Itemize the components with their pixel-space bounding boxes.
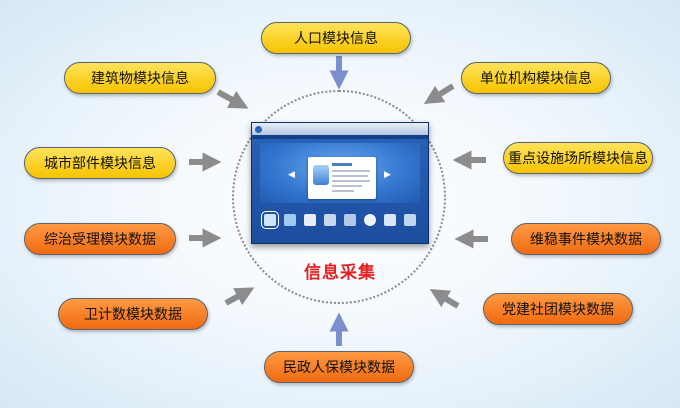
person-card-icon [313, 165, 329, 185]
arrow-top-left [216, 89, 249, 109]
user-icon[interactable] [284, 214, 296, 226]
module-governance: 综治受理模块数据 [24, 223, 176, 255]
software-window: ◀ ▶ [251, 122, 429, 244]
module-buildings: 建筑物模块信息 [64, 62, 216, 94]
monitor-icon[interactable] [384, 214, 396, 226]
window-menu-bar [252, 135, 428, 139]
card-heading-line [332, 163, 352, 166]
module-health-family: 卫计数模块数据 [58, 298, 208, 330]
module-key-facilities: 重点设施场所模块信息 [503, 142, 653, 174]
card-text-line [332, 190, 354, 192]
module-population: 人口模块信息 [261, 22, 411, 54]
module-city-parts: 城市部件模块信息 [24, 147, 176, 179]
arrow-bottom-right [429, 289, 460, 309]
app-logo-icon [255, 125, 262, 133]
chevron-right-icon[interactable]: ▶ [384, 170, 391, 180]
arrow-top-right [423, 83, 455, 105]
disc-icon[interactable] [364, 214, 376, 226]
worker-icon[interactable] [344, 214, 356, 226]
window-app-icon[interactable] [261, 211, 279, 229]
card-text-line [332, 180, 370, 182]
module-stability: 维稳事件模块数据 [511, 223, 661, 255]
window-title-bar [252, 123, 428, 135]
center-caption: 信息采集 [304, 263, 376, 283]
module-civil-affairs: 民政人保模块数据 [264, 351, 414, 383]
info-card [308, 157, 376, 199]
card-text-line [332, 175, 368, 177]
module-organizations: 单位机构模块信息 [461, 62, 611, 94]
group-icon[interactable] [304, 214, 316, 226]
people-icon[interactable] [324, 214, 336, 226]
list-icon[interactable] [404, 214, 416, 226]
chevron-left-icon[interactable]: ◀ [288, 170, 295, 180]
collection-circle [232, 90, 446, 304]
module-party-groups: 党建社团模块数据 [483, 293, 633, 325]
arrow-bottom-left [224, 287, 255, 306]
card-text-line [332, 185, 362, 187]
window-stage: ◀ ▶ [260, 143, 420, 203]
card-text-line [332, 170, 370, 172]
module-icon-tray [260, 209, 420, 231]
